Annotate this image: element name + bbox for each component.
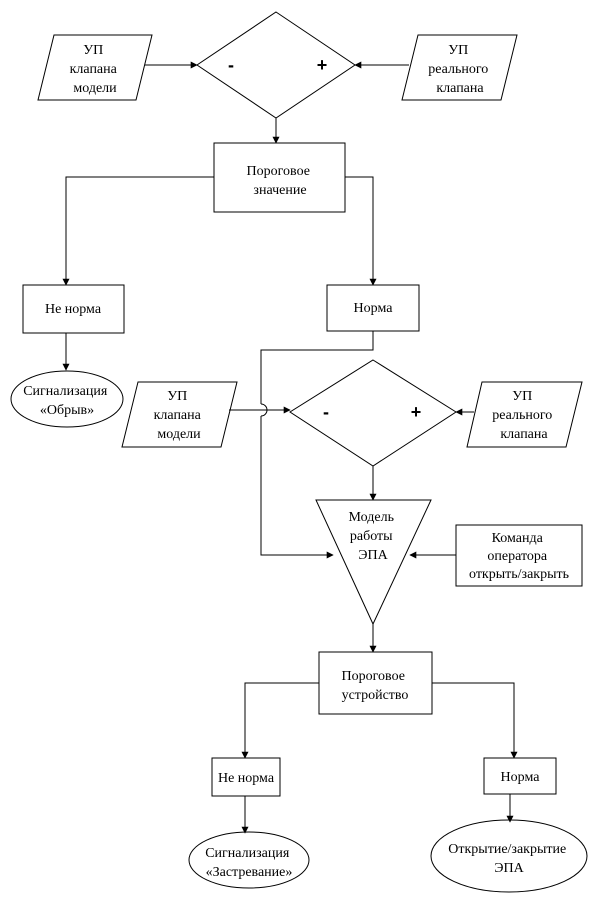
norm-to-model-arrow xyxy=(260,416,334,559)
operator-command-label: Команда оператора открыть/закрыть xyxy=(469,531,569,582)
not-norm-label-top: Не норма xyxy=(45,302,102,317)
norm-label-bottom: Норма xyxy=(501,770,541,785)
norm-label-top: Норма xyxy=(354,301,394,316)
break-alarm-ellipse xyxy=(10,370,124,428)
not-norm-box-bottom xyxy=(211,757,281,797)
mid-right-input-shape xyxy=(466,381,583,448)
top-compare-diamond xyxy=(196,11,356,119)
threshold-value-label: Пороговое значение xyxy=(247,164,314,198)
top-right-input-shape xyxy=(401,34,518,101)
mid-compare-diamond xyxy=(289,359,457,467)
to-bottom-norm-arrow xyxy=(432,682,518,759)
jam-alarm-label: Сигнализация «Застревание» xyxy=(205,846,293,880)
break-alarm-label: Сигнализация «Обрыв» xyxy=(23,384,111,418)
result-label: Открытие/закрытие ЭПА xyxy=(448,842,569,876)
mid-minus-sign: - xyxy=(323,402,329,422)
mid-left-input-shape xyxy=(121,381,238,448)
model-label: Модель работы ЭПА xyxy=(349,510,398,563)
top-minus-sign: - xyxy=(228,55,234,75)
threshold-device-label: Пороговое устройство xyxy=(342,669,409,703)
mid-right-input-label: УП реального клапана xyxy=(492,389,555,442)
mid-left-input-label: УП клапана модели xyxy=(154,389,205,442)
top-left-input-shape xyxy=(37,34,153,101)
jam-alarm-ellipse xyxy=(188,831,310,889)
top-plus-sign: + xyxy=(317,55,328,75)
top-left-input-label: УП клапана модели xyxy=(70,43,121,96)
model-triangle xyxy=(315,499,432,626)
to-bottom-not-norm-arrow xyxy=(241,682,319,759)
norm-to-model-line xyxy=(260,331,374,404)
to-norm-arrow xyxy=(345,176,377,286)
top-right-input-label: УП реального клапана xyxy=(428,43,491,96)
to-not-norm-arrow xyxy=(62,176,214,286)
result-ellipse xyxy=(430,819,588,893)
not-norm-label-bottom: Не норма xyxy=(218,771,275,786)
mid-plus-sign: + xyxy=(411,402,422,422)
norm-box-bottom xyxy=(483,757,557,795)
not-norm-box-top xyxy=(22,284,125,334)
